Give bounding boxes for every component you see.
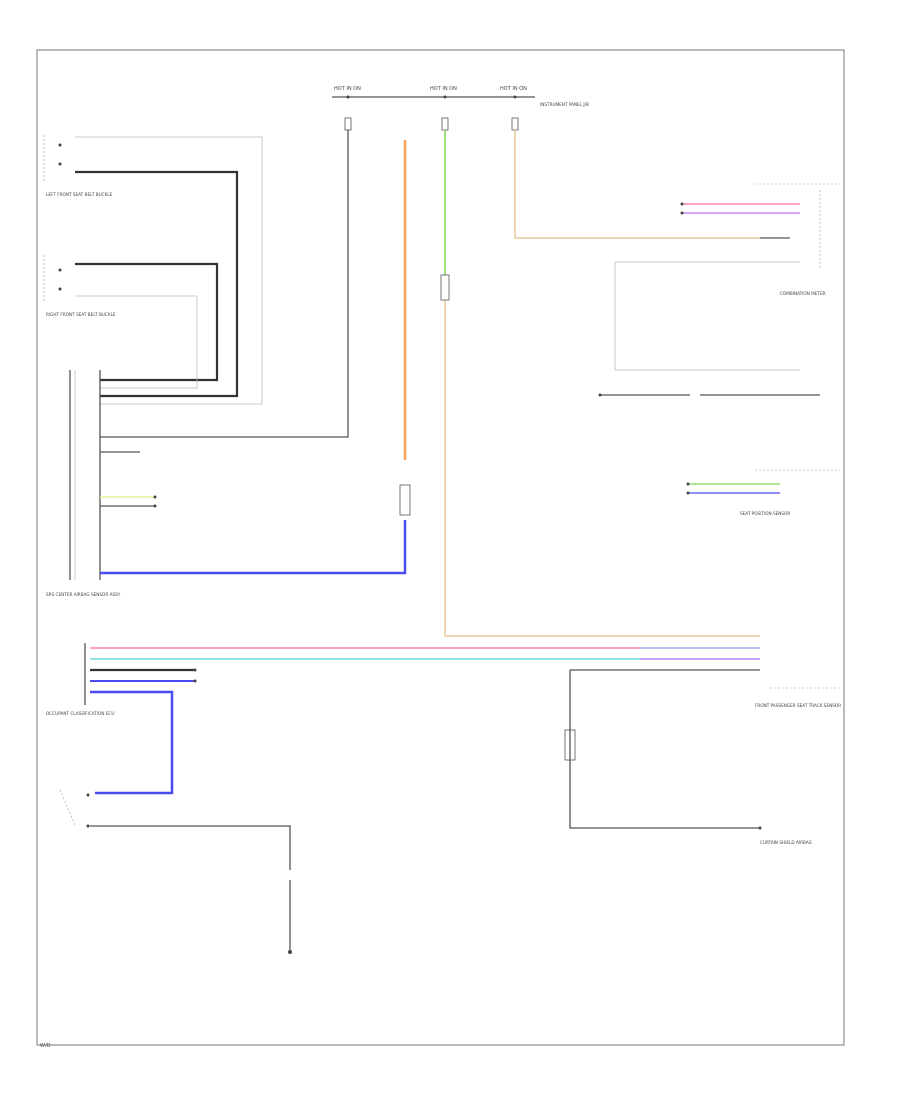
footer-note: W/D xyxy=(40,1043,51,1049)
relay-box xyxy=(440,274,450,301)
fuse-right xyxy=(511,117,519,131)
right-front-belt-switch xyxy=(43,255,219,389)
power-bus xyxy=(332,95,535,131)
occupant-sensor-label: OCCUPANT CLASSIFICATION ECU xyxy=(46,711,114,716)
combination-meter-label: COMBINATION METER xyxy=(780,291,826,296)
diagram-frame xyxy=(36,49,845,1046)
junction-block-note: INSTRUMENT PANEL J/B xyxy=(540,102,589,107)
fuse-box-label-mid: HOT IN ON xyxy=(430,86,457,92)
curtain-shield-label: CURTAIN SHIELD AIRBAG xyxy=(760,840,812,845)
left-front-belt-label: LEFT FRONT SEAT BELT BUCKLE xyxy=(46,192,113,197)
right-ground-branch xyxy=(564,670,762,830)
bottom-switch xyxy=(59,789,292,954)
fuse-mid xyxy=(441,117,449,131)
occupant-bus xyxy=(84,643,840,795)
left-front-belt-switch xyxy=(43,135,263,405)
combination-meter xyxy=(614,183,840,371)
wire-gray-left-feed xyxy=(100,130,349,438)
fuse-box-label-right: HOT IN ON xyxy=(500,86,527,92)
right-front-belt-label: RIGHT FRONT SEAT BELT BUCKLE xyxy=(46,312,116,317)
wire-tan-main xyxy=(444,300,760,637)
wire-tan-right xyxy=(514,130,760,239)
fuse-box-label-left: HOT IN ON xyxy=(334,86,361,92)
seat-position-label: SEAT POSITION SENSOR xyxy=(740,511,790,516)
seat-track-label: FRONT PASSENGER SEAT TRACK SENSOR xyxy=(755,703,841,708)
wire-blue-upper xyxy=(100,520,407,575)
seat-position-area xyxy=(598,393,840,495)
airbag-module-label: SRS CENTER AIRBAG SENSOR ASSY xyxy=(46,592,121,597)
wire-blue-lower xyxy=(90,690,174,795)
airbag-sensor-module xyxy=(69,370,411,580)
fuse-left xyxy=(344,117,352,131)
